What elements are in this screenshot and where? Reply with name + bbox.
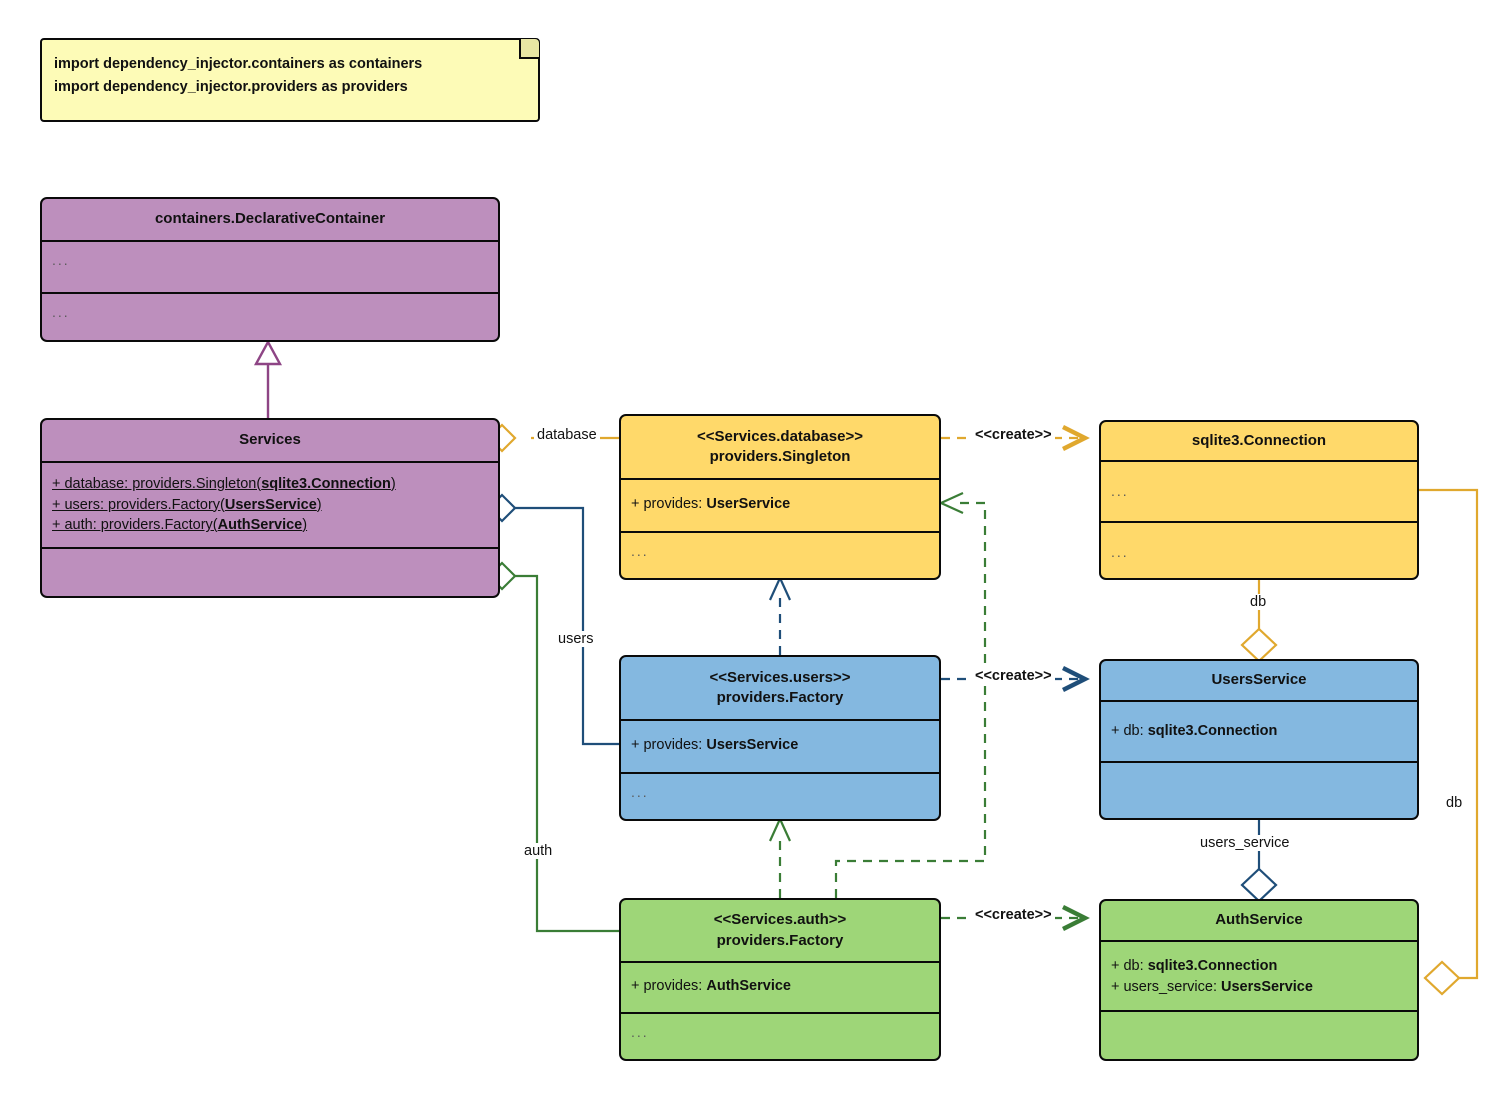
attribute-item: ... [52,252,70,268]
note-line-2: import dependency_injector.providers as … [54,79,408,95]
edge-label-create-auth: <<create>> [972,907,1055,923]
operations-compartment: ... [621,1012,939,1059]
attribute-auth: + auth: providers.Factory(AuthService) [52,517,308,534]
edge-label-users: users [555,631,597,647]
edge-label-db-users: db [1247,594,1270,610]
attribute-users-service: + users_service: UsersService [1111,978,1313,995]
attribute-db: + db: sqlite3.Connection [1111,723,1278,739]
edge-generalization-services [253,339,283,418]
edge-label-database: database [534,427,600,443]
attribute-database: + database: providers.Singleton(sqlite3.… [52,476,396,492]
class-stereotype: <<Services.auth>> [713,911,847,929]
operations-compartment: ... [42,292,498,340]
operation-item: ... [631,1024,649,1040]
class-services-users[interactable]: <<Services.users>> providers.Factory + p… [619,655,941,821]
attribute-users: + users: providers.Factory(UsersService) [52,496,322,513]
attributes-compartment: + provides: AuthService [621,961,939,1012]
operations-compartment: ... [621,772,939,819]
class-stereotype: <<Services.users>> [709,668,851,686]
class-services[interactable]: Services + database: providers.Singleton… [40,418,500,598]
class-services-auth[interactable]: <<Services.auth>> providers.Factory + pr… [619,898,941,1061]
attributes-compartment: ... [1101,460,1417,521]
class-stereotype: <<Services.database>> [697,427,863,445]
attributes-compartment: + provides: UserService [621,478,939,531]
edge-label-auth: auth [521,843,556,859]
class-title: sqlite3.Connection [1191,431,1327,449]
attribute-item: ... [1111,483,1129,499]
edge-label-db-auth: db [1443,795,1466,811]
class-name: providers.Factory [716,931,844,949]
edge-aggregation-db-auth [1419,488,1479,996]
attribute-provides: + provides: UsersService [631,737,799,753]
class-title: containers.DeclarativeContainer [154,210,386,228]
operations-compartment [42,547,498,595]
operation-item: ... [631,784,649,800]
attributes-compartment: ... [42,240,498,292]
class-auth-service[interactable]: AuthService + db: sqlite3.Connection + u… [1099,899,1419,1061]
class-title: <<Services.database>> providers.Singleto… [621,416,939,478]
operations-compartment [1101,1010,1417,1059]
class-name: providers.Singleton [709,448,851,465]
operation-item: ... [631,543,649,559]
edge-aggregation-auth [487,561,619,933]
class-name: providers.Factory [716,689,844,706]
operations-compartment [1101,761,1417,818]
class-services-database[interactable]: <<Services.database>> providers.Singleto… [619,414,941,580]
class-declarative-container[interactable]: containers.DeclarativeContainer ... ... [40,197,500,342]
edge-aggregation-db-users [1240,580,1278,663]
operation-item: ... [52,304,70,320]
edge-aggregation-users-service-auth [1240,820,1278,903]
attributes-compartment: + db: sqlite3.Connection + users_service… [1101,940,1417,1010]
attribute-db: + db: sqlite3.Connection [1111,958,1278,974]
attributes-compartment: + provides: UsersService [621,719,939,772]
class-title: AuthService [1215,911,1303,929]
note-line-1: import dependency_injector.containers as… [54,56,423,72]
operations-compartment: ... [621,531,939,578]
attribute-provides: + provides: UserService [631,496,791,512]
attributes-compartment: + db: sqlite3.Connection [1101,700,1417,761]
import-note: import dependency_injector.containers as… [40,38,540,122]
class-sqlite3-connection[interactable]: sqlite3.Connection ... ... [1099,420,1419,580]
edge-label-users-service: users_service [1197,835,1293,851]
edge-dependency-users-to-database [768,577,792,655]
edge-label-create-users: <<create>> [972,668,1055,684]
class-title: Services [239,431,301,449]
operation-item: ... [1111,544,1129,560]
operations-compartment: ... [1101,521,1417,578]
edge-label-create-database: <<create>> [972,427,1055,443]
class-title: <<Services.users>> providers.Factory [621,657,939,719]
note-fold-icon [519,39,539,59]
edge-dependency-auth-to-users [768,818,792,898]
class-users-service[interactable]: UsersService + db: sqlite3.Connection [1099,659,1419,820]
attribute-provides: + provides: AuthService [631,978,791,994]
class-title: UsersService [1211,671,1307,689]
class-title: <<Services.auth>> providers.Factory [621,900,939,961]
edge-aggregation-users [487,493,619,746]
attributes-compartment: + database: providers.Singleton(sqlite3.… [42,461,498,547]
